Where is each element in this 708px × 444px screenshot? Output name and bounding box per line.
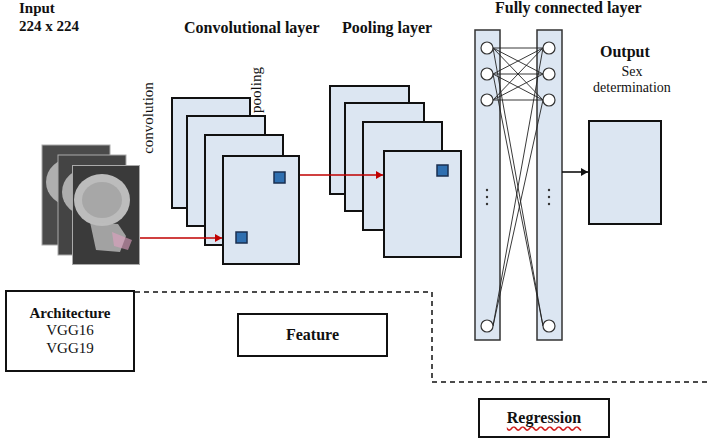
neuron-connection <box>493 48 543 326</box>
node-title: Convolutional layer <box>184 19 320 37</box>
node-title: Pooling layer <box>342 19 432 37</box>
pooling-map: Pooling layer <box>383 150 462 258</box>
node-subtitle: 224 x 224 <box>19 18 79 35</box>
dashed-separator <box>135 292 708 382</box>
operation-label: convolution <box>140 82 157 154</box>
skull-xray <box>74 174 132 252</box>
node-subtitle: Sex determination <box>586 64 678 96</box>
node-title: Fully connected layer <box>495 0 642 17</box>
node-title: Input <box>19 0 55 17</box>
connector-arrow <box>300 171 383 179</box>
kernel-square <box>236 165 448 243</box>
neuron-circle <box>481 42 555 332</box>
node-title: Architecture <box>29 305 110 322</box>
node-subtitle: VGG16 VGG19 <box>44 322 96 357</box>
operation-label: pooling <box>248 67 265 113</box>
connector-arrow <box>140 234 222 242</box>
node-title: Output <box>600 43 650 61</box>
architecture-box: ArchitectureVGG16 VGG19 <box>5 290 135 372</box>
dense-layer-bars <box>475 30 562 340</box>
node-title: Feature <box>286 326 339 344</box>
connector-arrow <box>562 168 588 176</box>
feature-map: Convolutional layer <box>222 155 300 265</box>
ellipsis-dots <box>486 189 550 205</box>
feature-box: Feature <box>237 313 388 357</box>
regression-box: Regression <box>478 398 610 438</box>
output-box: OutputSex determination <box>588 120 662 225</box>
node-title: Regression <box>507 409 581 427</box>
